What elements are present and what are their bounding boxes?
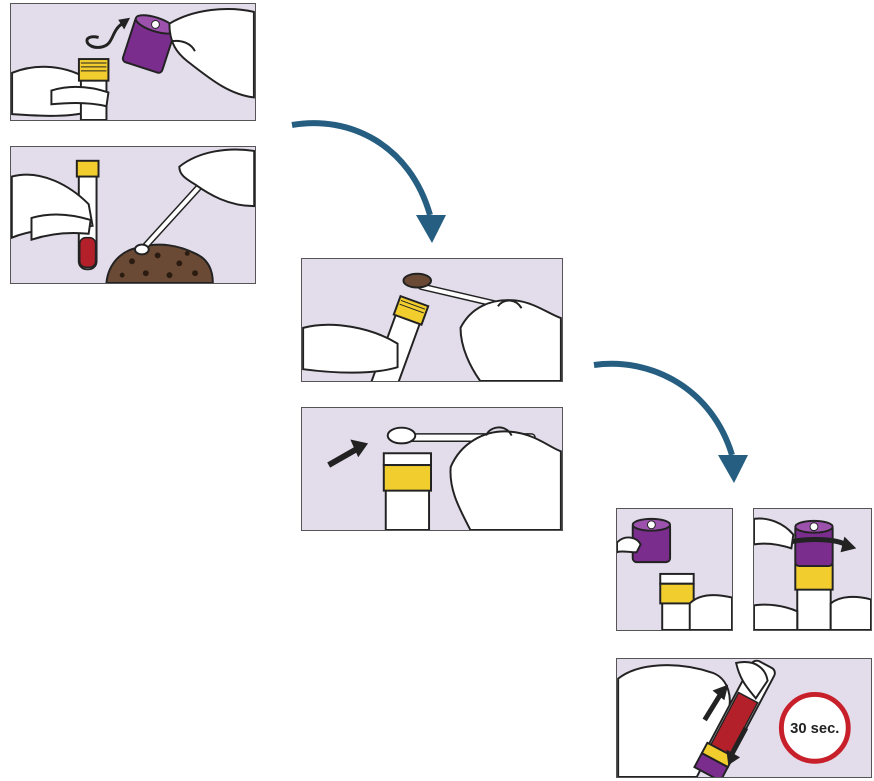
push-arrow-icon bbox=[329, 439, 368, 465]
left-hand bbox=[754, 518, 793, 548]
right-hand bbox=[461, 300, 561, 381]
step-5-illustration bbox=[617, 509, 732, 630]
purple-cap bbox=[122, 11, 177, 73]
step-3-tube-and-spoon-panel bbox=[301, 258, 563, 382]
thumb bbox=[51, 87, 108, 106]
purple-cap bbox=[795, 521, 832, 566]
tube-thread bbox=[384, 453, 431, 465]
right-hand bbox=[169, 9, 254, 97]
step-1-remove-cap-panel bbox=[10, 3, 256, 121]
step-7-illustration: 30 sec. bbox=[617, 659, 871, 777]
timer-label: 30 sec. bbox=[790, 721, 839, 737]
tube-yellow-ring bbox=[77, 161, 99, 177]
twist-arrow-icon bbox=[87, 18, 130, 48]
step-6-illustration bbox=[754, 509, 871, 630]
tube-yellow-ring bbox=[795, 564, 832, 590]
tube-yellow-ring bbox=[79, 59, 108, 81]
sample-on-spoon bbox=[403, 274, 431, 288]
tube-yellow-ring bbox=[384, 465, 431, 491]
step-3-illustration bbox=[302, 259, 562, 381]
flow-arrow-1 bbox=[290, 115, 450, 255]
flow-arrow-2 bbox=[592, 355, 752, 495]
right-hand bbox=[690, 595, 732, 630]
tube-yellow-ring bbox=[660, 584, 693, 604]
timer-icon: 30 sec. bbox=[781, 694, 848, 761]
tube-liquid bbox=[80, 238, 96, 268]
step-6-screw-cap-panel bbox=[753, 508, 872, 631]
step-2-collect-sample-panel bbox=[10, 146, 256, 284]
tube-thread bbox=[660, 574, 693, 584]
step-1-illustration bbox=[11, 4, 255, 120]
spoon bbox=[146, 181, 205, 246]
step-2-illustration bbox=[11, 147, 255, 283]
step-7-shake-tube-panel: 30 sec. bbox=[616, 658, 872, 778]
tube-body bbox=[797, 588, 830, 630]
step-5-cap-ready-panel bbox=[616, 508, 733, 631]
right-hand bbox=[831, 597, 871, 630]
step-4-insert-spoon-panel bbox=[301, 407, 563, 531]
right-hand bbox=[450, 431, 560, 530]
step-4-illustration bbox=[302, 408, 562, 530]
left-hand bbox=[303, 325, 397, 373]
left-hand bbox=[617, 537, 641, 552]
